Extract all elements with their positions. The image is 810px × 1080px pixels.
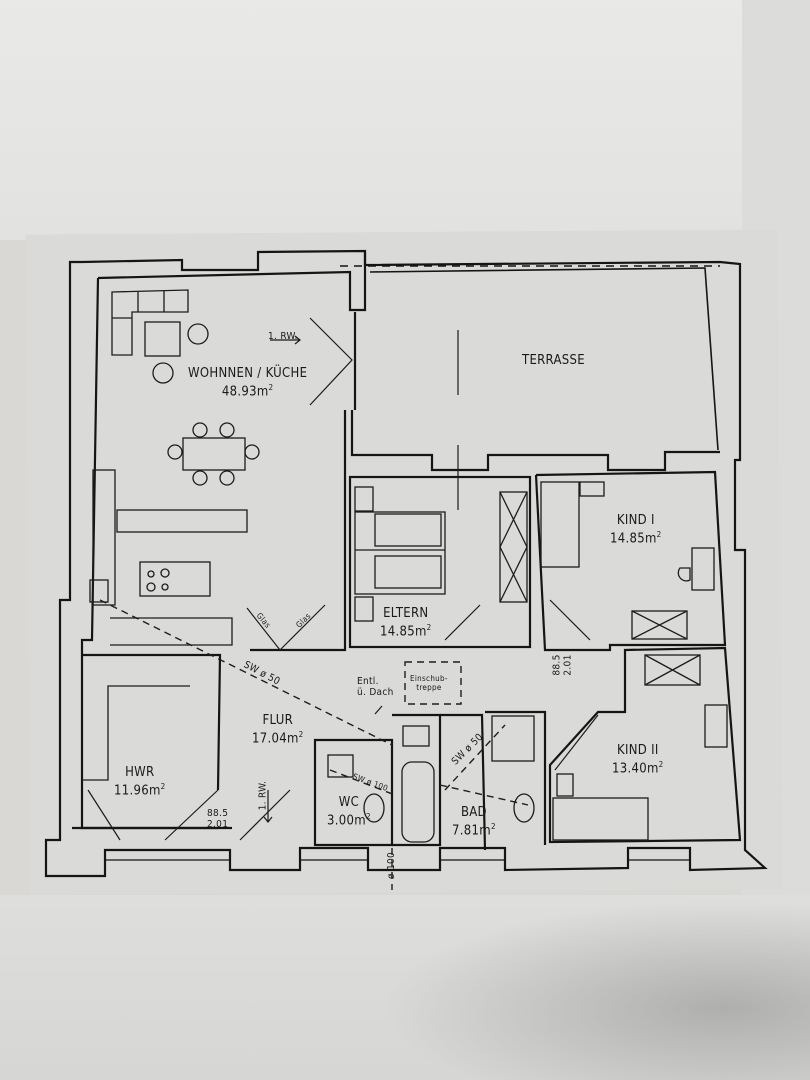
room-name: ELTERN [383, 606, 429, 621]
room-terrasse: TERRASSE [522, 354, 585, 368]
paper-sheet-top [0, 0, 742, 240]
attic-stair-label: Einschub- treppe [410, 674, 448, 692]
room-area: 11.96m2 [114, 782, 166, 799]
pipe-diameter-label: ø 100 [386, 851, 398, 880]
room-area: 48.93m2 [221, 383, 274, 400]
door-width: 88.5 [207, 808, 229, 819]
room-name: KIND I [616, 513, 655, 528]
room-kind-1: KIND I 14.85m2 [610, 514, 662, 546]
vent-line: Entl. [357, 676, 379, 687]
room-name: BAD [460, 805, 487, 820]
room-wc: WC 3.00m2 [327, 796, 371, 828]
room-kind-2: KIND II 13.40m2 [612, 744, 664, 776]
door-width: 88.5 [551, 654, 563, 676]
vent-label: Entl. ü. Dach [357, 676, 394, 698]
room-eltern: ELTERN 14.85m2 [380, 607, 432, 639]
attic-stair-line: treppe [416, 683, 442, 692]
vent-line: ü. Dach [357, 687, 394, 698]
room-area: 7.81m2 [452, 822, 496, 839]
room-flur: FLUR 17.04m2 [252, 714, 304, 746]
hand-shadow [380, 900, 810, 1080]
door-height: 2.01 [562, 654, 574, 676]
room-name: FLUR [262, 713, 294, 728]
escape-route-label: 1. RW. [257, 780, 269, 811]
room-name: KIND II [616, 743, 659, 758]
escape-route-label: 1. RW. [268, 331, 298, 342]
room-area: 13.40m2 [612, 760, 664, 777]
door-dimension-kind: 88.5 2.01 [552, 654, 574, 675]
attic-stair-line: Einschub- [410, 674, 448, 683]
room-bad: BAD 7.81m2 [452, 806, 496, 838]
door-height: 2.01 [207, 819, 229, 830]
door-dimension-hwr: 88.5 2.01 [207, 808, 228, 830]
room-area: 14.85m2 [380, 623, 432, 640]
room-area: 3.00m2 [327, 812, 371, 829]
room-area: 14.85m2 [610, 530, 662, 547]
room-name: HWR [125, 765, 155, 780]
room-wohnen-kueche: WOHNNEN / KÜCHE 48.93m2 [188, 367, 307, 399]
room-area: 17.04m2 [252, 730, 304, 747]
room-name: TERRASSE [522, 353, 585, 368]
room-name: WOHNNEN / KÜCHE [188, 366, 308, 381]
room-hwr: HWR 11.96m2 [114, 766, 166, 798]
room-name: WC [338, 795, 360, 810]
